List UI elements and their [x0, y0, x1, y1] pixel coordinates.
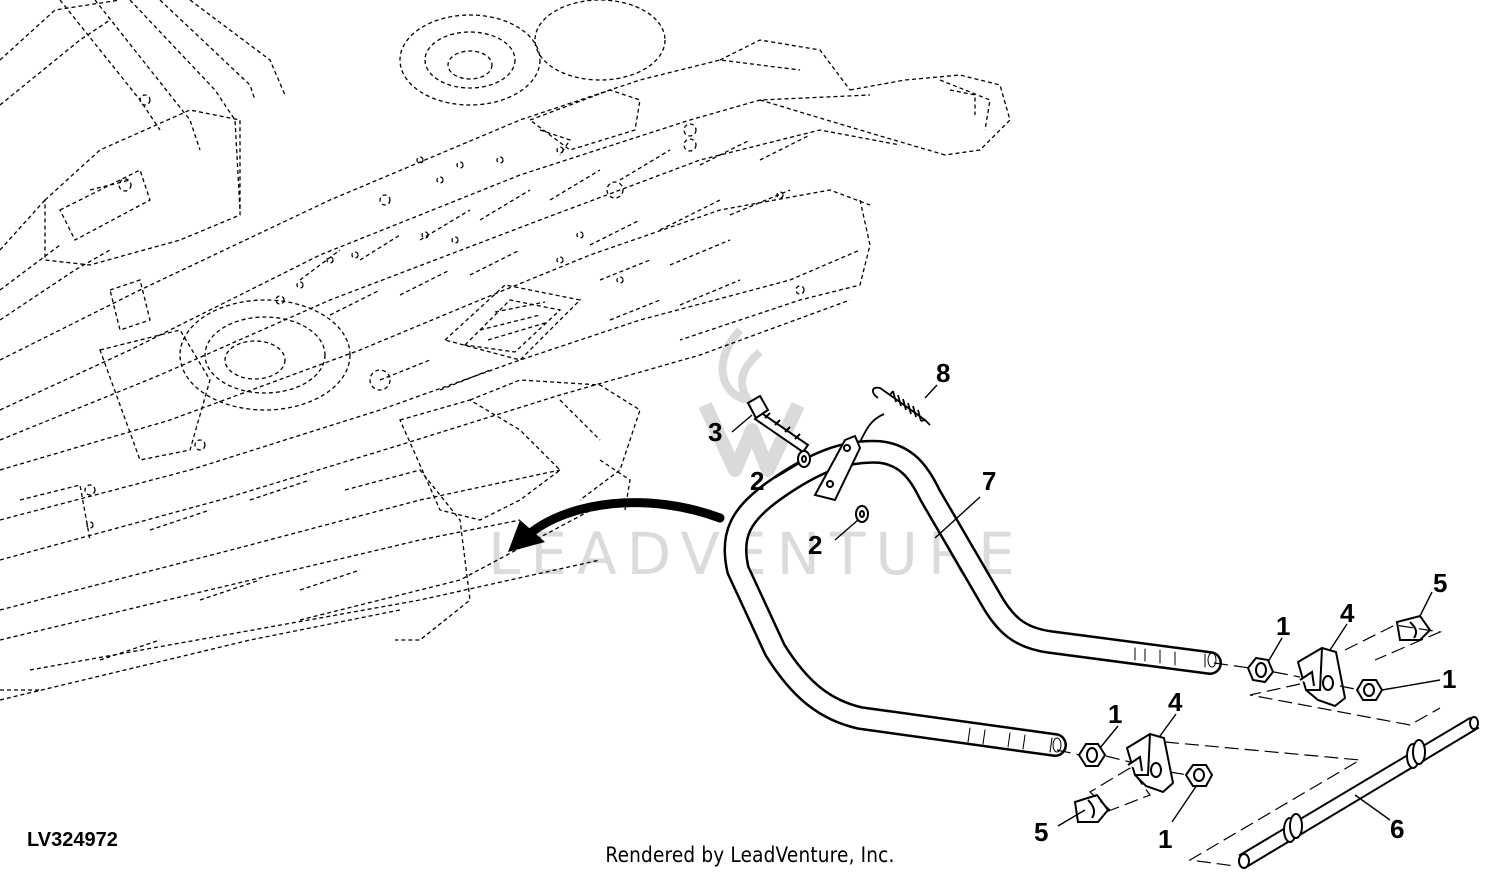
- part-1-nut-upper-left: [1246, 656, 1275, 684]
- callout-1-lower-right: 1: [1158, 824, 1172, 854]
- callout-6: 6: [1390, 814, 1404, 844]
- placement-arrow: [508, 498, 725, 552]
- callout-7: 7: [982, 466, 996, 496]
- figure-id: LV324972: [27, 829, 118, 851]
- part-7-handle-tube: [723, 439, 1222, 757]
- leader-lines: [731, 384, 1441, 827]
- part-1-nut-lower-left: [1077, 743, 1107, 767]
- callout-2-upper: 2: [750, 466, 764, 496]
- callout-labels: 3 2 2 8 7 1 4 5 1 1 4 5 1 6: [708, 358, 1456, 854]
- part-1-nut-upper-right: [1355, 679, 1384, 701]
- callout-1-upper-right: 1: [1442, 664, 1456, 694]
- part-1-nut-lower-right: [1184, 764, 1214, 787]
- part-2-washer-lower: [855, 505, 869, 523]
- part-5-guide-upper: [1395, 614, 1432, 641]
- part-6-shaft: [1238, 716, 1480, 869]
- mower-deck-ghost: [0, 0, 1011, 701]
- footer-credit: Rendered by LeadVenture, Inc.: [605, 843, 895, 867]
- part-8-spring: [859, 386, 931, 443]
- part-5-guide-lower: [1073, 793, 1110, 823]
- callout-4-lower: 4: [1168, 687, 1183, 717]
- callout-4-upper: 4: [1340, 598, 1355, 628]
- handle-bracket-plate: [813, 434, 862, 502]
- watermark-logo-icon: [698, 327, 805, 477]
- alignment-lines: [1056, 624, 1443, 867]
- callout-3: 3: [708, 417, 722, 447]
- callout-5-upper: 5: [1433, 568, 1447, 598]
- part-2-washer-upper: [797, 450, 811, 468]
- part-4-clip-upper: [1296, 646, 1347, 708]
- callout-1-upper-left: 1: [1276, 611, 1290, 641]
- callout-1-lower-left: 1: [1108, 699, 1122, 729]
- callout-5-lower: 5: [1034, 817, 1048, 847]
- callout-2-lower: 2: [808, 530, 822, 560]
- callout-8: 8: [936, 358, 950, 388]
